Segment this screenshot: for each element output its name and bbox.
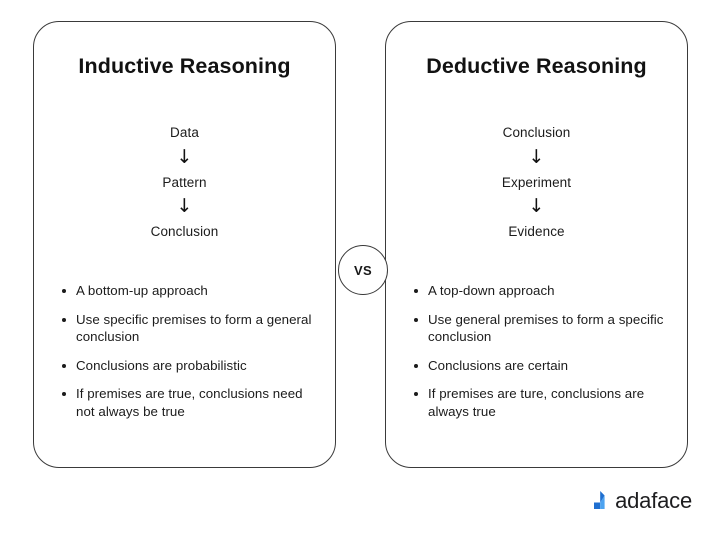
card-title-deductive: Deductive Reasoning: [426, 54, 647, 78]
bullet-list-deductive: A top-down approach Use general premises…: [414, 282, 669, 431]
list-item: Use general premises to form a specific …: [414, 311, 669, 346]
list-item: Use specific premises to form a general …: [62, 311, 317, 346]
list-item: Conclusions are certain: [414, 357, 669, 375]
card-deductive-reasoning: Deductive Reasoning Conclusion ↓ Experim…: [385, 21, 688, 468]
arrow-down-icon: ↓: [176, 195, 193, 217]
flow-step-1: Conclusion: [502, 125, 571, 140]
flow-deductive: Conclusion ↓ Experiment ↓ Evidence: [386, 126, 687, 239]
adaface-bars-logo-icon: [594, 491, 605, 509]
arrow-down-icon: ↓: [176, 145, 193, 168]
list-item: If premises are true, conclusions need n…: [62, 385, 317, 420]
card-title-inductive: Inductive Reasoning: [78, 54, 291, 78]
vs-label: VS: [354, 262, 372, 278]
list-item: A top-down approach: [414, 282, 669, 300]
card-inductive-reasoning: Inductive Reasoning Data ↓ Pattern ↓ Con…: [33, 21, 336, 468]
list-item: A bottom-up approach: [62, 282, 317, 300]
logo-wordmark: adaface: [615, 488, 692, 513]
flow-step-3: Conclusion: [150, 224, 219, 239]
arrow-down-icon: ↓: [528, 145, 545, 168]
arrow-down-icon: ↓: [528, 195, 545, 217]
flow-step-2: Pattern: [162, 174, 207, 190]
list-item: Conclusions are probabilistic: [62, 357, 317, 375]
bullet-list-inductive: A bottom-up approach Use specific premis…: [62, 282, 317, 431]
vs-badge: VS: [338, 245, 388, 295]
list-item: If premises are ture, conclusions are al…: [414, 385, 669, 420]
flow-step-3: Evidence: [508, 224, 565, 239]
flow-inductive: Data ↓ Pattern ↓ Conclusion: [34, 126, 335, 239]
flow-step-2: Experiment: [501, 174, 572, 190]
adaface-logo: adaface: [594, 490, 692, 512]
flow-step-1: Data: [170, 125, 199, 140]
